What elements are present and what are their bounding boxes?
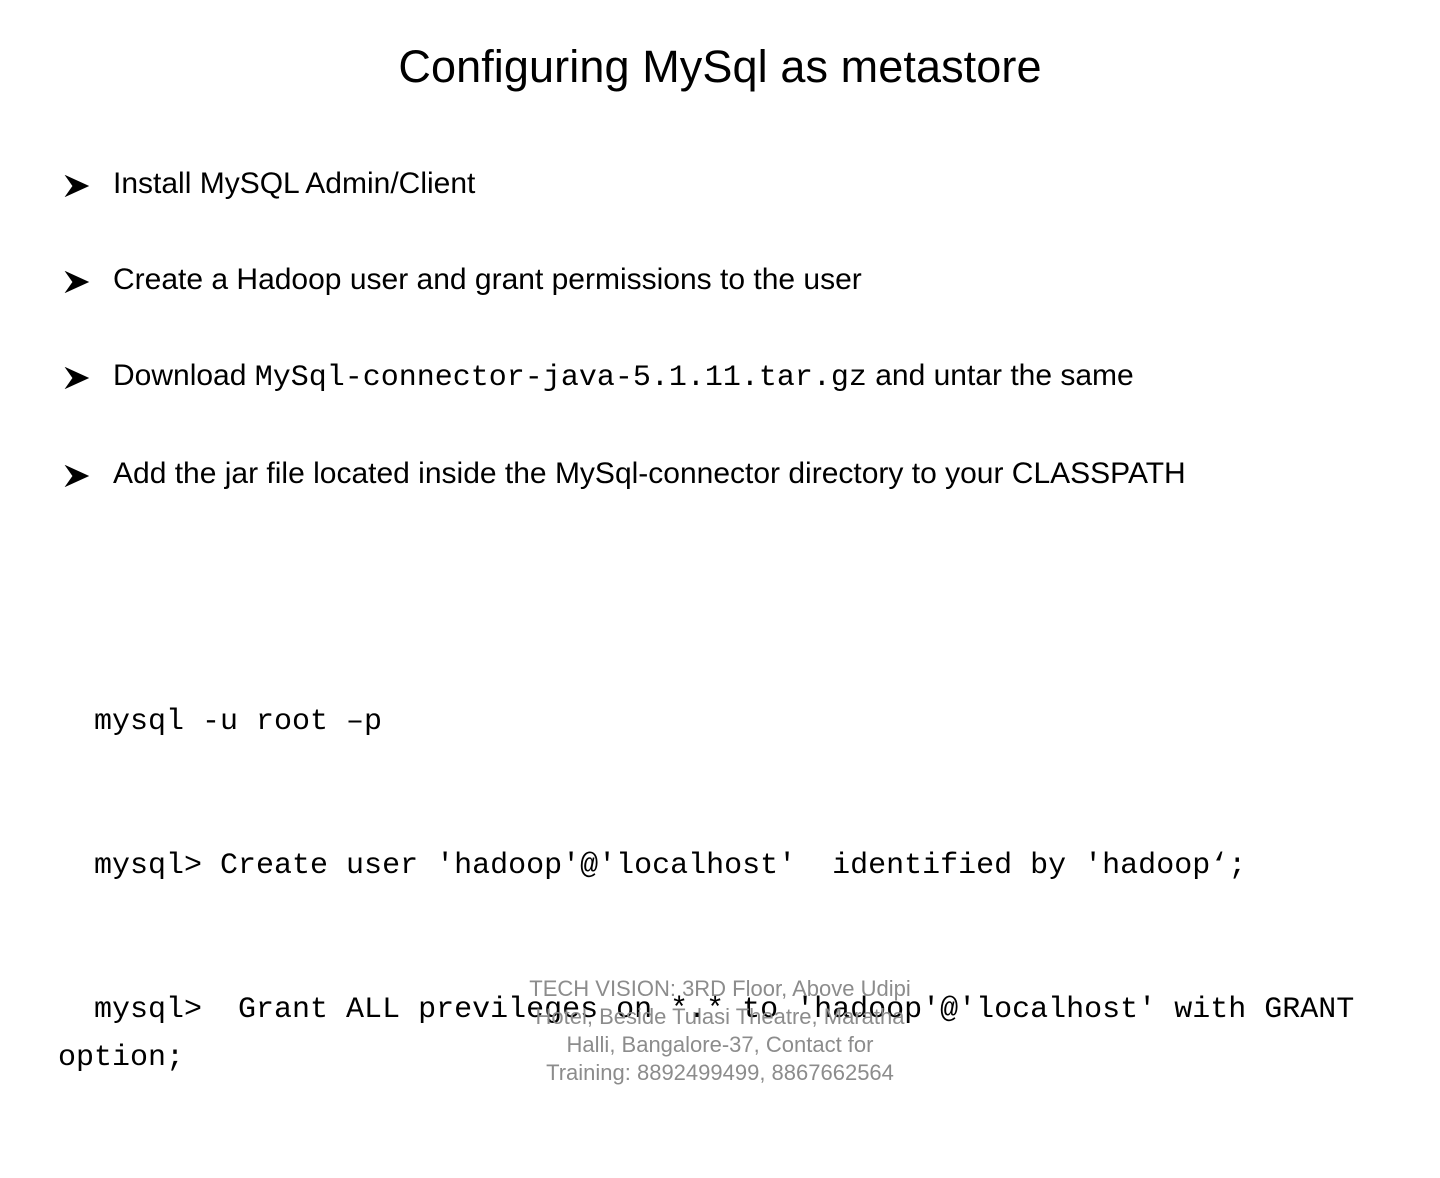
download-text-prefix: Download xyxy=(113,359,255,392)
footer-line: TECH VISION: 3RD Floor, Above Udipi xyxy=(529,976,911,1001)
slide-footer: TECH VISION: 3RD Floor, Above Udipi Hote… xyxy=(0,975,1440,1087)
bullet-item-add-jar-classpath: Add the jar file located inside the MySq… xyxy=(58,450,1388,498)
arrowhead-bullet-icon xyxy=(62,256,102,304)
arrowhead-bullet-icon xyxy=(62,352,102,400)
bullet-item-label: Download MySql-connector-java-5.1.11.tar… xyxy=(113,352,1388,402)
footer-line: Hotel, Beside Tulasi Theatre, Maratha xyxy=(535,1004,905,1029)
mysql-command-line: mysql> Grant ALL previleges on *.* to 'h… xyxy=(58,993,1373,1075)
presentation-slide: Configuring MySql as metastore Install M… xyxy=(58,41,1388,1085)
mysql-command-line: mysql -u root –p xyxy=(58,705,383,739)
arrowhead-bullet-icon xyxy=(62,450,102,498)
download-text-suffix: and untar the same xyxy=(866,359,1134,392)
slide-title: Configuring MySql as metastore xyxy=(398,41,1042,92)
mysql-command-block: mysql -u root –p mysql> Create user 'had… xyxy=(58,602,1388,1178)
footer-line: Training: 8892499499, 8867662564 xyxy=(546,1060,894,1085)
bullet-item-label: Add the jar file located inside the MySq… xyxy=(113,457,1186,490)
bullet-item-create-hadoop-user: Create a Hadoop user and grant permissio… xyxy=(58,256,1388,304)
arrowhead-bullet-icon xyxy=(62,160,102,208)
bullet-item-label: Install MySQL Admin/Client xyxy=(113,167,476,200)
footer-line: Halli, Bangalore-37, Contact for xyxy=(566,1032,874,1057)
bullet-item-label: Create a Hadoop user and grant permissio… xyxy=(113,263,862,296)
slide-body: Install MySQL Admin/Client Create a Hado… xyxy=(58,160,1388,498)
bullet-item-download-connector: Download MySql-connector-java-5.1.11.tar… xyxy=(58,352,1388,402)
bullet-item-install-mysql: Install MySQL Admin/Client xyxy=(58,160,1388,208)
connector-filename: MySql-connector-java-5.1.11.tar.gz xyxy=(254,361,867,395)
mysql-command-line: mysql> Create user 'hadoop'@'localhost' … xyxy=(58,849,1247,883)
